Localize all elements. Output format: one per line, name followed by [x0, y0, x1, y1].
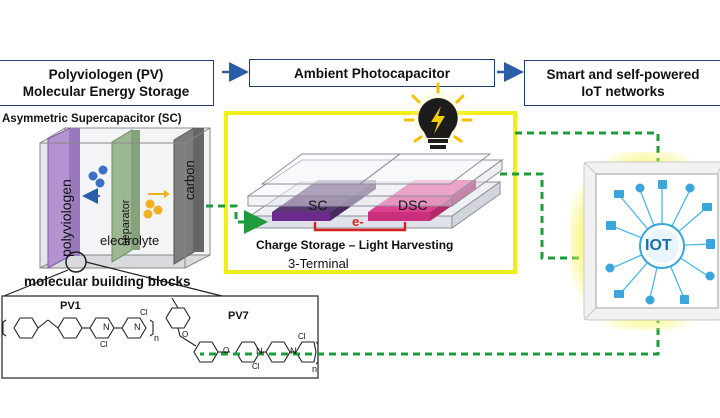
header-right-line1: Smart and self-powered [546, 67, 700, 82]
photocapacitor-device [246, 153, 504, 232]
electron-label: e- [352, 214, 364, 229]
sc-title: Asymmetric Supercapacitor (SC) [2, 113, 182, 125]
pv7-chloride-1: Cl [252, 362, 260, 371]
yellow-ion [143, 209, 153, 219]
pv7-chloride-2: Cl [298, 332, 306, 341]
molecules-title: molecular building blocks [24, 274, 191, 289]
pv7-repeat-n: n [312, 364, 318, 374]
pv1-nitrogen-1: N [103, 322, 110, 332]
blue-ion [98, 165, 108, 175]
pv7-oxygen-1: O [182, 330, 189, 339]
pv1-repeat-n: n [154, 333, 160, 343]
dashed-link-sc-to-photocap [206, 204, 268, 234]
header-right-line2: IoT networks [581, 84, 665, 99]
light-bulb-icon [403, 82, 473, 149]
header-box-iot-networks: Smart and self-powered IoT networks [524, 60, 720, 106]
photocapacitor-highlight-box [224, 111, 517, 274]
pv1-nitrogen-2: N [134, 322, 141, 332]
header-box-polyviologen: Polyviologen (PV) Molecular Energy Stora… [0, 60, 214, 106]
supercapacitor-illustration [3, 127, 223, 297]
header-left-line2: Molecular Energy Storage [22, 84, 190, 99]
dashed-link-photocap-right [500, 172, 585, 260]
iot-panel [570, 152, 720, 330]
header-left-line1: Polyviologen (PV) [48, 67, 164, 82]
header-box-photocapacitor: Ambient Photocapacitor [249, 59, 495, 87]
pv1-structure [2, 317, 154, 339]
pv1-chloride-1: Cl [100, 340, 108, 349]
molecule-panel [1, 295, 319, 379]
terminal-label: 3-Terminal [288, 256, 349, 271]
polyviologen-label: polyviologen [58, 179, 74, 257]
photocap-caption: Charge Storage – Light Harvesting [256, 238, 454, 252]
pv7-structure [165, 297, 319, 365]
electron-circuit [313, 222, 407, 232]
iot-label: IOT [645, 237, 672, 254]
electrolyte-label: electrolyte [100, 233, 160, 248]
pv1-label: PV1 [60, 300, 81, 312]
header-center-label: Ambient Photocapacitor [293, 65, 450, 81]
pv7-nitrogen-2: N [290, 346, 297, 356]
pv1-chloride-2: Cl [140, 308, 148, 317]
pv7-label: PV7 [228, 310, 249, 322]
blue-ion [88, 171, 98, 181]
pv7-oxygen-2: O [223, 346, 230, 355]
yellow-ion [145, 199, 155, 209]
carbon-label: carbon [182, 160, 197, 200]
pv7-nitrogen-1: N [256, 346, 263, 356]
dsc-block-label: DSC [398, 197, 428, 213]
yellow-ion [153, 205, 163, 215]
sc-block-label: SC [308, 197, 328, 213]
blue-ion [95, 178, 105, 188]
